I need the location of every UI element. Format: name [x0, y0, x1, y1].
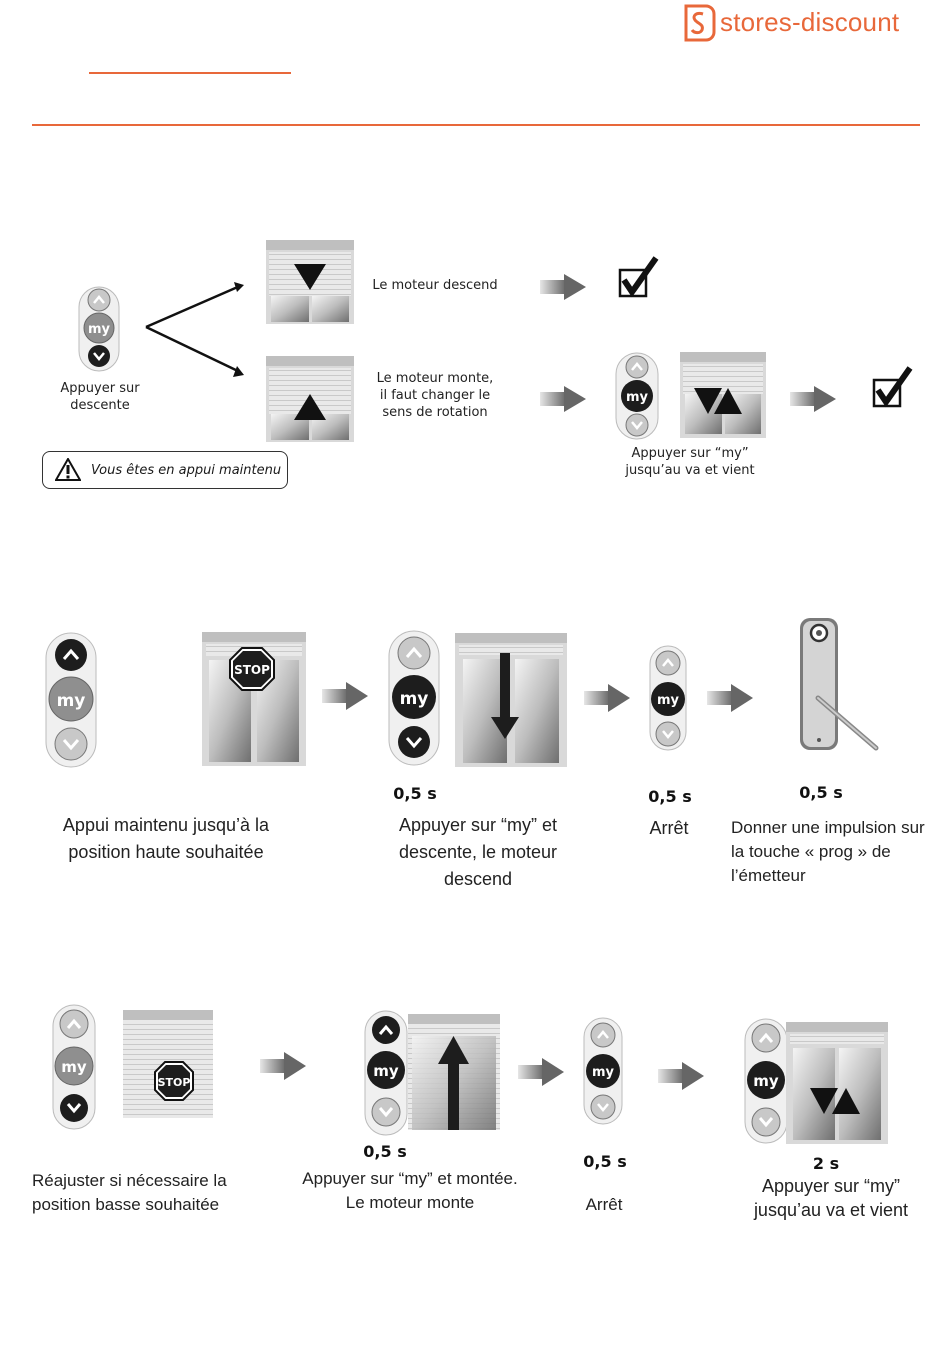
- stop-sign-icon: STOP: [229, 647, 275, 691]
- window-shutter-va-et-vient: [786, 1022, 888, 1144]
- s3-step4-duration: 2 s: [812, 1154, 840, 1173]
- up-chevron-icon: [662, 658, 674, 667]
- warning-icon: [55, 458, 81, 481]
- s3-step3-duration: 0,5 s: [583, 1152, 627, 1171]
- window-stop: STOP: [202, 632, 306, 766]
- warning-text: Vous êtes en appui maintenu: [91, 462, 282, 478]
- down-chevron-icon: [597, 1103, 609, 1112]
- section2-step4-caption: Donner une impulsion sur la touche « pro…: [731, 818, 925, 885]
- window-shutter-down: [266, 240, 354, 324]
- window-shutter-down: [455, 633, 567, 767]
- arrow-right-icon: [658, 1062, 704, 1090]
- branch-arrows: [145, 282, 244, 377]
- check-icon: [872, 366, 913, 408]
- section3-step3-caption: Arrêt: [585, 1195, 623, 1214]
- up-chevron-icon: [631, 362, 643, 371]
- outcome-down-text: Le moteur descend: [372, 278, 498, 293]
- press-down-caption: Appuyer sur descente: [60, 381, 140, 413]
- up-chevron-icon: [93, 295, 105, 304]
- up-chevron-icon: [597, 1030, 609, 1039]
- window-shutter-va-et-vient: [680, 352, 766, 438]
- warning-box: Vous êtes en appui maintenu: [42, 451, 288, 489]
- arrow-right-icon: [790, 386, 836, 412]
- step3-duration: 0,5 s: [648, 787, 692, 806]
- window-shutter-stop: STOP: [123, 1010, 213, 1118]
- step2-duration: 0,5 s: [393, 784, 437, 803]
- outcome-up-text: Le moteur monte, il faut changer le sens…: [376, 371, 494, 420]
- down-chevron-icon: [405, 737, 423, 749]
- up-chevron-icon: [62, 648, 80, 660]
- section3-step2-caption: Appuyer sur “my” et montée. Le moteur mo…: [302, 1169, 518, 1212]
- section3-step4-caption: Appuyer sur “my” jusqu’au va et vient: [753, 1176, 909, 1220]
- up-chevron-icon: [405, 646, 423, 658]
- remote-control: my: [45, 632, 97, 768]
- remote-control: my: [388, 630, 440, 766]
- s3-step2-duration: 0,5 s: [363, 1142, 407, 1161]
- section2-step3-caption: Arrêt: [649, 818, 689, 838]
- remote-control: my: [649, 645, 687, 751]
- svg-text:my: my: [88, 322, 111, 337]
- svg-text:my: my: [61, 1058, 87, 1076]
- window-shutter-up: [408, 1014, 500, 1130]
- down-chevron-icon: [66, 1103, 82, 1114]
- svg-text:my: my: [592, 1065, 615, 1080]
- remote-control: my: [615, 352, 659, 440]
- window-shutter-up: [266, 356, 354, 442]
- arrow-right-icon: [540, 386, 586, 412]
- remote-control: my: [364, 1010, 408, 1136]
- down-chevron-icon: [758, 1117, 774, 1128]
- arrow-right-icon: [518, 1058, 564, 1086]
- press-my-caption: Appuyer sur “my” jusqu’au va et vient: [625, 446, 755, 478]
- down-chevron-icon: [662, 730, 674, 739]
- remote-control: my: [52, 1004, 96, 1130]
- svg-text:my: my: [57, 691, 86, 711]
- arrow-right-icon: [707, 684, 753, 712]
- remote-control: my: [78, 286, 120, 372]
- remote-back-prog: [800, 618, 879, 751]
- title-underline: [89, 72, 291, 74]
- header-divider: [32, 124, 920, 126]
- down-chevron-icon: [378, 1107, 394, 1118]
- remote-control: my: [744, 1018, 788, 1144]
- down-chevron-icon: [631, 421, 643, 430]
- section2-step2-caption: Appuyer sur “my” et descente, le moteur …: [398, 815, 558, 889]
- arrow-right-icon: [322, 682, 368, 710]
- check-icon: [618, 256, 659, 298]
- stop-sign-icon: STOP: [154, 1061, 194, 1101]
- svg-text:my: my: [753, 1072, 779, 1090]
- section2-step1-caption: Appui maintenu jusqu’à la position haute…: [62, 815, 270, 862]
- svg-text:my: my: [400, 689, 429, 709]
- brand-logo: stores-discount: [680, 2, 899, 42]
- brand-name: stores-discount: [720, 6, 900, 37]
- arrow-right-icon: [260, 1052, 306, 1080]
- section3-step1-caption: Réajuster si nécessaire la position bass…: [32, 1171, 227, 1214]
- up-chevron-icon: [378, 1024, 394, 1035]
- arrow-right-icon: [540, 274, 586, 300]
- up-chevron-icon: [66, 1018, 82, 1029]
- step4-duration: 0,5 s: [799, 783, 843, 802]
- brand-mark-icon: [684, 4, 716, 42]
- svg-text:STOP: STOP: [158, 1076, 191, 1089]
- svg-text:my: my: [373, 1062, 399, 1080]
- arrow-right-icon: [584, 684, 630, 712]
- down-chevron-icon: [62, 739, 80, 751]
- svg-text:my: my: [626, 390, 649, 405]
- down-chevron-icon: [93, 352, 105, 361]
- svg-text:STOP: STOP: [234, 663, 270, 677]
- up-chevron-icon: [758, 1032, 774, 1043]
- remote-control: my: [583, 1017, 623, 1125]
- svg-text:my: my: [657, 693, 680, 708]
